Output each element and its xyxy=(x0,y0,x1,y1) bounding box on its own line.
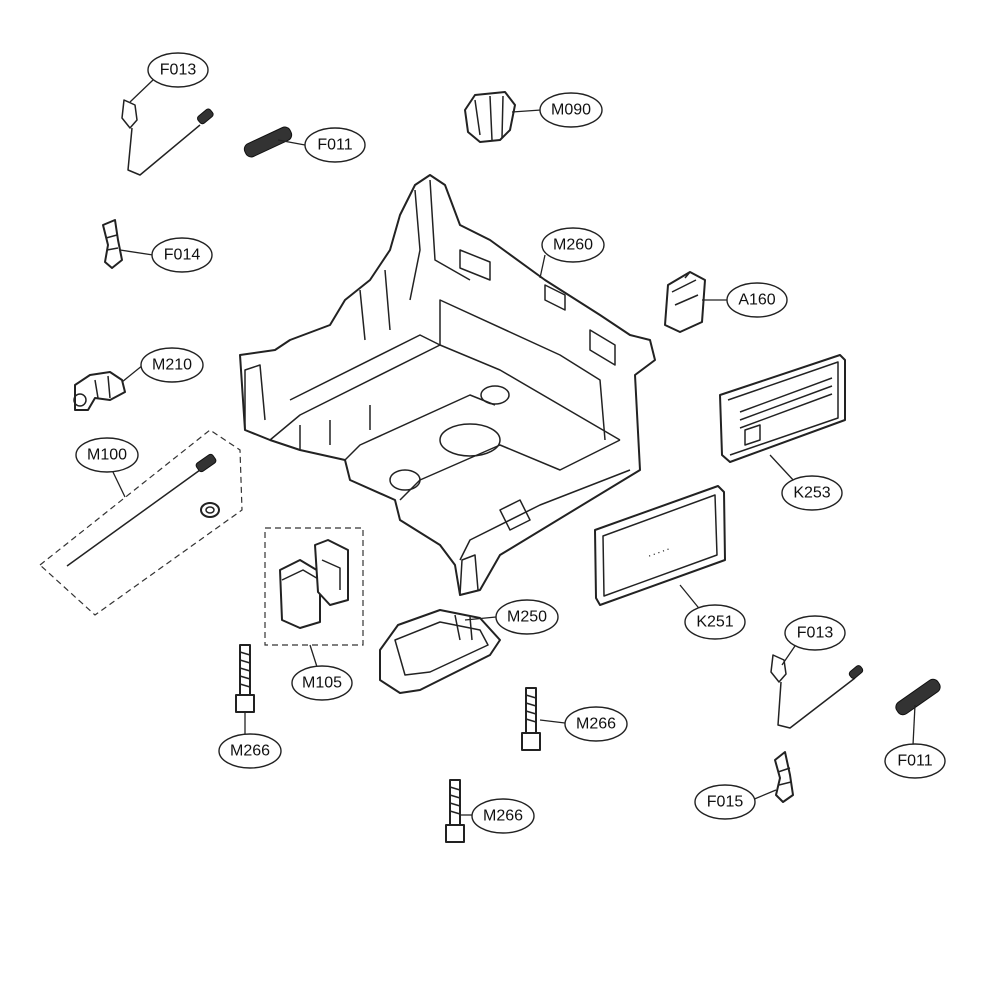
m266-left-part xyxy=(235,644,255,713)
callout-m105: M105 xyxy=(291,665,353,701)
a160-part xyxy=(664,271,706,333)
base-tub-part xyxy=(239,174,656,596)
f014-part xyxy=(102,219,123,269)
callout-label: K253 xyxy=(793,485,830,502)
callout-m260: M260 xyxy=(541,227,605,263)
callout-label: M100 xyxy=(87,447,127,464)
callout-label: M210 xyxy=(152,357,192,374)
callout-label: F011 xyxy=(897,753,932,770)
callout-m266-bottom: M266 xyxy=(471,798,535,834)
k253-part xyxy=(719,354,846,463)
callout-label: M266 xyxy=(576,716,616,733)
m100-part-group xyxy=(39,429,243,616)
callout-f015: F015 xyxy=(694,784,756,820)
callout-label: F013 xyxy=(797,625,834,642)
callout-m100: M100 xyxy=(75,437,139,473)
callout-label: F015 xyxy=(707,794,744,811)
leader-lines xyxy=(111,79,916,816)
callout-label: K251 xyxy=(696,614,733,631)
m266-bottom-part xyxy=(445,779,465,843)
callout-m210: M210 xyxy=(140,347,204,383)
callout-label: F013 xyxy=(160,62,197,79)
callout-label: M266 xyxy=(483,808,523,825)
callout-f011-right: F011 xyxy=(884,743,946,779)
m250-part xyxy=(379,609,501,694)
callout-a160: A160 xyxy=(726,282,788,318)
callout-label: F014 xyxy=(164,247,201,264)
callout-k251: K251 xyxy=(684,604,746,640)
callout-m090: M090 xyxy=(539,92,603,128)
m090-part xyxy=(464,91,516,143)
callout-label: F011 xyxy=(317,137,352,154)
callout-label: M266 xyxy=(230,743,270,760)
f013-right-part xyxy=(770,654,864,729)
callout-label: M090 xyxy=(551,102,591,119)
callout-f014: F014 xyxy=(151,237,213,273)
callout-k253: K253 xyxy=(781,475,843,511)
callout-label: M250 xyxy=(507,609,547,626)
callout-label: A160 xyxy=(738,292,775,309)
callout-m250: M250 xyxy=(495,599,559,635)
callout-f011-top: F011 xyxy=(304,127,366,163)
callout-f013-right: F013 xyxy=(784,615,846,651)
m266-mid-part xyxy=(521,687,541,751)
m105-part-group xyxy=(264,527,364,646)
m210-part xyxy=(73,371,126,411)
k251-part: · · · · · xyxy=(594,485,726,606)
callout-m266-mid: M266 xyxy=(564,706,628,742)
f013-top-part xyxy=(121,99,214,176)
callout-label: M105 xyxy=(302,675,342,692)
callout-label: M260 xyxy=(553,237,593,254)
f011-right-part xyxy=(895,678,941,716)
f011-top-part xyxy=(243,126,293,158)
f015-part xyxy=(774,751,794,803)
callout-m266-left: M266 xyxy=(218,733,282,769)
callout-f013-top: F013 xyxy=(147,52,209,88)
